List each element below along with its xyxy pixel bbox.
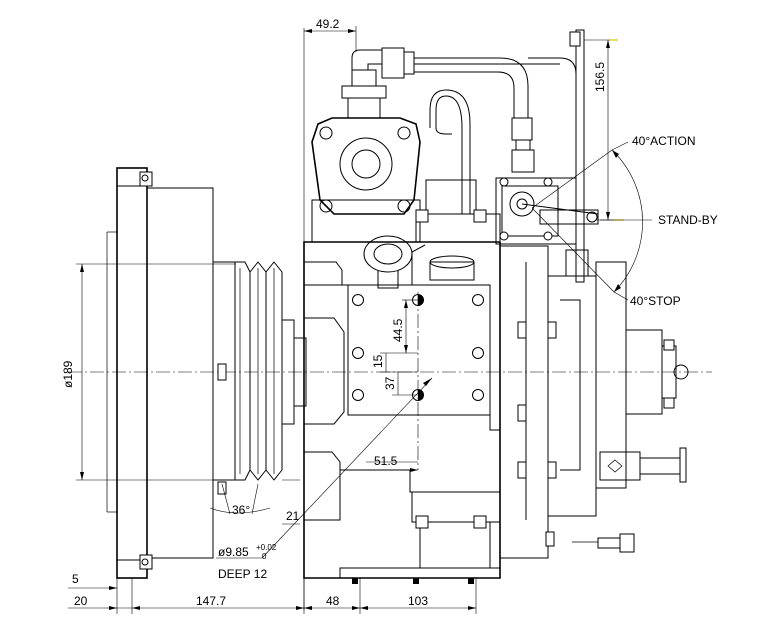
pulley-flange (106, 167, 214, 579)
dim-hole-tol-upper: +0.02 (256, 543, 277, 552)
dim-hole-depth: DEEP 12 (218, 567, 267, 581)
v-belt-pulley (212, 261, 307, 495)
dim-37: 37 (383, 376, 397, 390)
dim-21: 21 (286, 509, 300, 523)
dimension-text: 49.2 156.5 40°ACTION STAND-BY 40°STOP 44… (61, 17, 718, 608)
dim-lever-height: 156.5 (593, 62, 607, 92)
dim-15: 15 (371, 354, 385, 368)
top-components (311, 29, 599, 289)
dim-angle-36: 36° (232, 503, 250, 517)
dim-20: 20 (74, 594, 88, 608)
dim-44-5: 44.5 (391, 318, 405, 342)
dim-diameter-189: ø189 (61, 360, 75, 388)
dim-top-width: 49.2 (316, 17, 340, 31)
dim-103: 103 (408, 594, 428, 608)
label-stop-angle: 40°STOP (630, 294, 681, 308)
dim-48: 48 (326, 594, 340, 608)
label-standby: STAND-BY (658, 213, 718, 227)
side-cover (499, 245, 689, 559)
dim-hole-diameter: ø9.85 (218, 545, 249, 559)
dim-hole-tol-lower: 0 (262, 552, 267, 561)
dim-147-7: 147.7 (196, 594, 226, 608)
dim-5: 5 (72, 572, 79, 586)
dim-51-5: 51.5 (374, 454, 398, 468)
label-action-angle: 40°ACTION (632, 134, 695, 148)
dimension-lines (68, 26, 652, 614)
